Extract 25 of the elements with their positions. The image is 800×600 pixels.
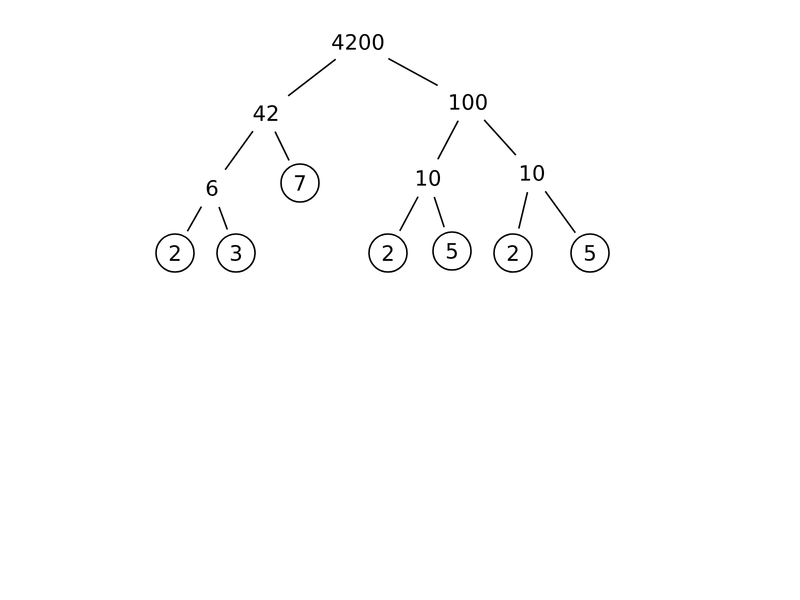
branch-line xyxy=(388,58,438,86)
branch-line xyxy=(218,206,228,230)
number-label: 6 xyxy=(206,180,218,196)
number-label: 4200 xyxy=(332,34,384,50)
circled-number: 5 xyxy=(570,233,610,273)
branch-line xyxy=(484,119,516,156)
branch-line xyxy=(186,206,202,232)
number-label: 10 xyxy=(520,165,544,181)
branch-line xyxy=(434,196,445,228)
branch-line xyxy=(399,196,419,232)
branch-line xyxy=(224,130,254,170)
branch-line xyxy=(518,192,528,229)
branch-line xyxy=(274,131,290,161)
circled-number: 5 xyxy=(432,231,472,271)
circled-number: 7 xyxy=(280,163,320,203)
branch-line xyxy=(437,120,459,160)
number-label: 10 xyxy=(416,170,440,186)
branch-line xyxy=(288,58,336,97)
circled-number: 3 xyxy=(216,233,256,273)
circled-number: 2 xyxy=(155,233,195,273)
circled-number: 2 xyxy=(493,233,533,273)
branch-line xyxy=(544,190,576,234)
number-label: 100 xyxy=(450,94,487,110)
circled-number: 2 xyxy=(368,233,408,273)
number-label: 42 xyxy=(254,105,278,121)
